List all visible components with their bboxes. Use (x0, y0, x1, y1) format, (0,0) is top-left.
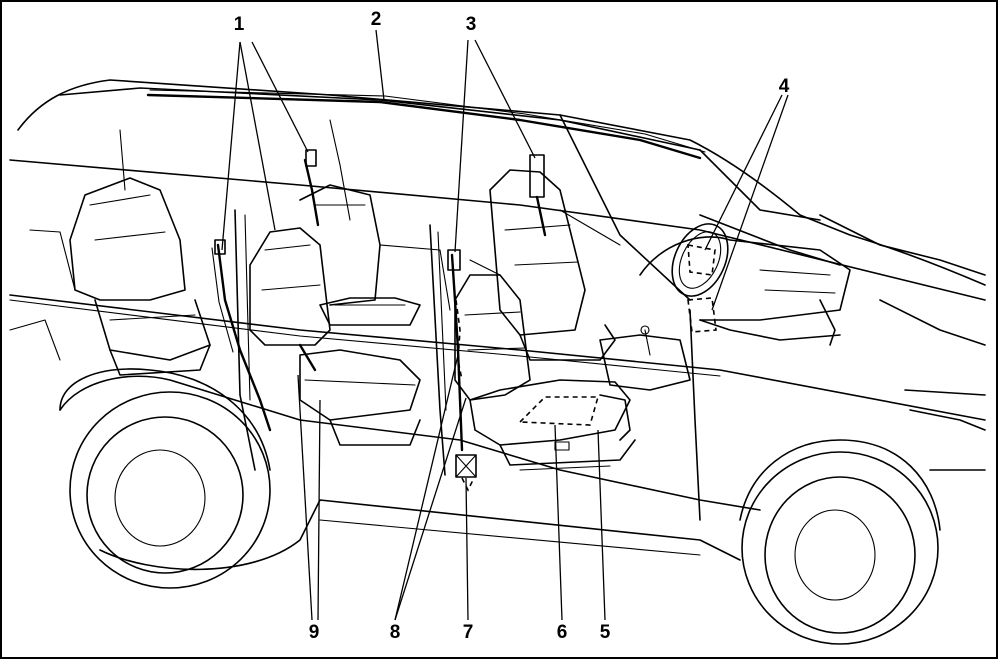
interior-trim (9, 119, 621, 361)
third-row-seat (69, 177, 211, 376)
callout-5: 5 (600, 622, 611, 643)
front-seat-belt (529, 154, 547, 237)
driver-airbag-outline (687, 244, 716, 276)
callout-6: 6 (557, 622, 568, 643)
center-console (599, 325, 691, 391)
third-row-seat-belt (211, 239, 272, 432)
callout-labels: 1 2 3 4 5 6 7 8 9 (234, 9, 790, 643)
leader-lines (221, 29, 789, 621)
callout-9: 9 (309, 622, 320, 643)
callout-8: 8 (390, 622, 401, 643)
occupant-sensor-outline (518, 396, 600, 426)
callout-7: 7 (463, 622, 474, 643)
front-wheel (739, 439, 941, 645)
passenger-airbag-outline (687, 297, 717, 333)
steering-wheel (671, 223, 729, 297)
second-row-seat-belt (298, 149, 320, 372)
dashboard (639, 236, 851, 346)
callout-1: 1 (234, 14, 245, 35)
callout-4: 4 (779, 76, 790, 97)
seat-belt-pretensioner (455, 454, 477, 492)
callout-2: 2 (371, 9, 382, 30)
second-row-seat (249, 184, 421, 446)
callout-3: 3 (466, 14, 477, 35)
rear-wheel (59, 368, 271, 589)
b-pillar-curtain-inflator (455, 299, 463, 381)
front-passenger-seat (489, 169, 616, 361)
vehicle-body (9, 79, 986, 571)
